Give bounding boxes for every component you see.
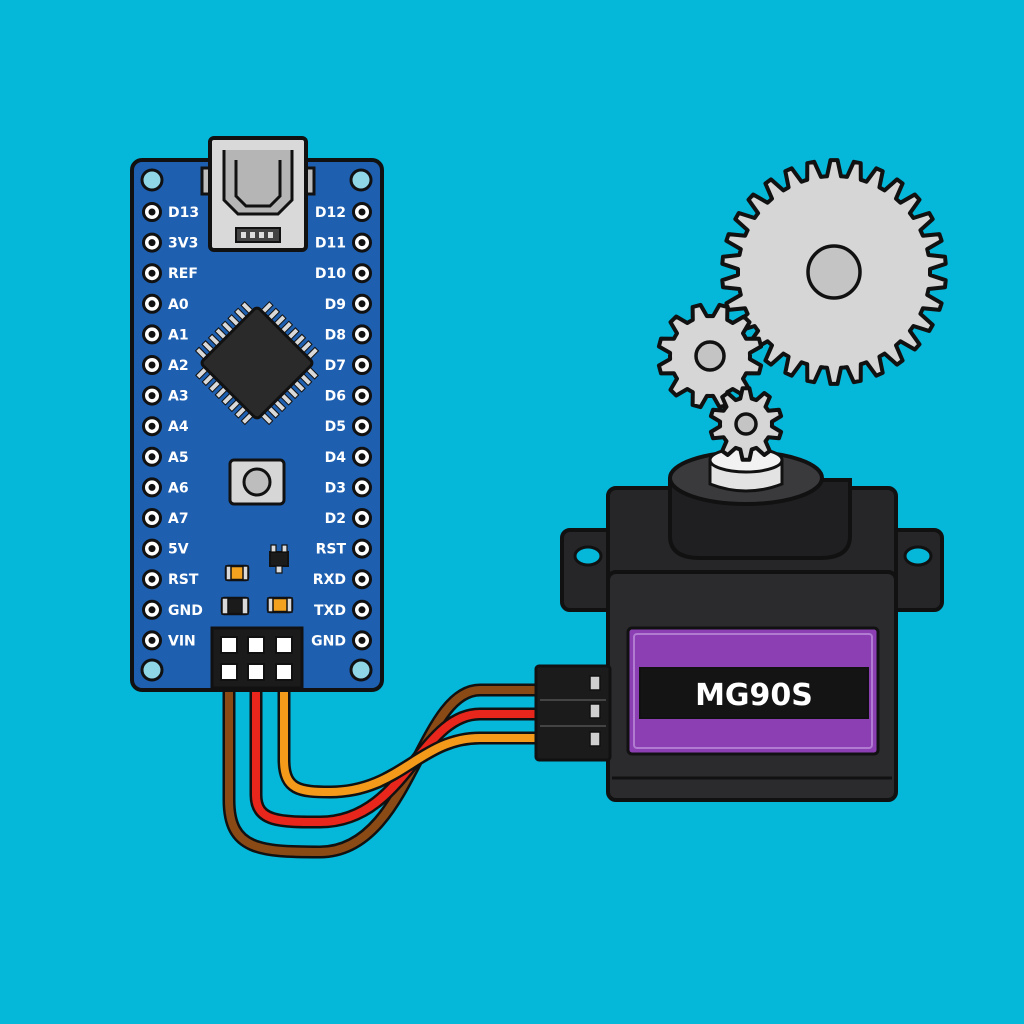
pin-label: GND: [168, 603, 203, 619]
header-pin-left: A2: [142, 355, 189, 375]
header-pin-right: D4: [325, 446, 372, 467]
header-pin-left: A6: [142, 477, 189, 498]
bottom-pin-header: [210, 626, 304, 690]
pin-label: D6: [325, 389, 346, 405]
servo-cable: [222, 681, 545, 859]
pin-label: D7: [325, 358, 346, 374]
pin-label: A0: [168, 297, 189, 313]
usb-connector-icon: [200, 136, 316, 252]
servo-motor: MG90S: [534, 386, 944, 802]
pin-label: REF: [168, 266, 198, 282]
mounting-hole: [349, 658, 373, 682]
header-pin-left: GND: [142, 599, 203, 620]
pin-label: D11: [315, 236, 346, 252]
pin-label: D3: [325, 480, 346, 496]
header-pin-left: A0: [142, 293, 189, 314]
servo-model-label: MG90S: [695, 678, 813, 713]
pin-label: D2: [325, 511, 346, 527]
smd-transistor: [269, 544, 289, 574]
header-pin-right: D2: [325, 508, 372, 528]
pin-label: D5: [325, 419, 346, 435]
mounting-hole: [349, 168, 373, 192]
header-pin-left: A1: [142, 324, 189, 345]
pin-label: A1: [168, 327, 189, 343]
header-pin-left: 3V3: [142, 232, 198, 253]
reset-button-icon[interactable]: [228, 458, 286, 506]
header-pin: [247, 636, 265, 654]
servo-cable-connector: [534, 664, 612, 762]
wire-brown: [225, 684, 542, 857]
header-pin-right: D3: [325, 477, 372, 498]
header-pin: [275, 663, 293, 681]
pin-label: TXD: [314, 603, 346, 619]
mounting-hole: [140, 168, 164, 192]
pin-label: D4: [325, 450, 347, 466]
header-pin-right: RXD: [313, 569, 372, 590]
pin-label: RXD: [313, 572, 346, 588]
pin-label: A7: [168, 511, 189, 527]
header-pin-left: D13: [142, 202, 199, 222]
header-pin-left: A3: [142, 385, 189, 406]
pin-label: RST: [168, 572, 199, 588]
header-pin-right: D8: [325, 324, 372, 345]
header-pin-left: VIN: [142, 630, 196, 651]
mounting-hole: [140, 658, 164, 682]
gear-icon: [720, 158, 948, 386]
pin-label: D9: [325, 297, 346, 313]
header-pin-right: TXD: [314, 599, 372, 620]
pin-label: RST: [316, 542, 347, 558]
header-pin: [220, 663, 238, 681]
smd-components: [220, 544, 294, 616]
header-pin-right: GND: [311, 630, 372, 651]
pin-label: A3: [168, 389, 189, 405]
pin-label: A4: [168, 419, 189, 435]
pin-label: A6: [168, 480, 189, 496]
wire-orange: [280, 684, 542, 797]
gear-icon: [656, 302, 764, 410]
gear-train: [656, 158, 948, 410]
pin-label: A2: [168, 358, 189, 374]
header-pin-right: D6: [325, 385, 372, 406]
header-pin-right: D10: [315, 263, 372, 284]
pin-label: 5V: [168, 542, 189, 558]
header-pin-left: REF: [142, 263, 198, 284]
header-pin-right: D11: [315, 232, 372, 253]
pin-label: GND: [311, 633, 346, 649]
header-pin-left: A4: [142, 416, 189, 437]
pin-label: D8: [325, 327, 346, 343]
pin-label: A5: [168, 450, 189, 466]
wire-red: [252, 684, 542, 827]
header-pin-right: D12: [315, 202, 372, 222]
header-pin-left: A7: [142, 508, 189, 528]
header-pin-right: D9: [325, 293, 372, 314]
header-pin: [275, 636, 293, 654]
pin-label: VIN: [168, 633, 196, 649]
header-pin-right: D5: [325, 416, 372, 437]
gear-icon: [708, 386, 784, 462]
pin-label: D10: [315, 266, 346, 282]
pin-label: D12: [315, 205, 346, 221]
header-pin-right: D7: [325, 355, 372, 375]
header-pin: [247, 663, 265, 681]
pin-label: 3V3: [168, 236, 198, 252]
header-pin-right: RST: [316, 538, 372, 559]
pin-label: D13: [168, 205, 199, 221]
header-pin-left: RST: [142, 569, 199, 590]
servo-label-band: [639, 667, 869, 719]
header-pin-left: A5: [142, 446, 189, 467]
header-pin-left: 5V: [142, 538, 189, 559]
microcontroller-chip: [194, 301, 320, 426]
header-pin: [220, 636, 238, 654]
